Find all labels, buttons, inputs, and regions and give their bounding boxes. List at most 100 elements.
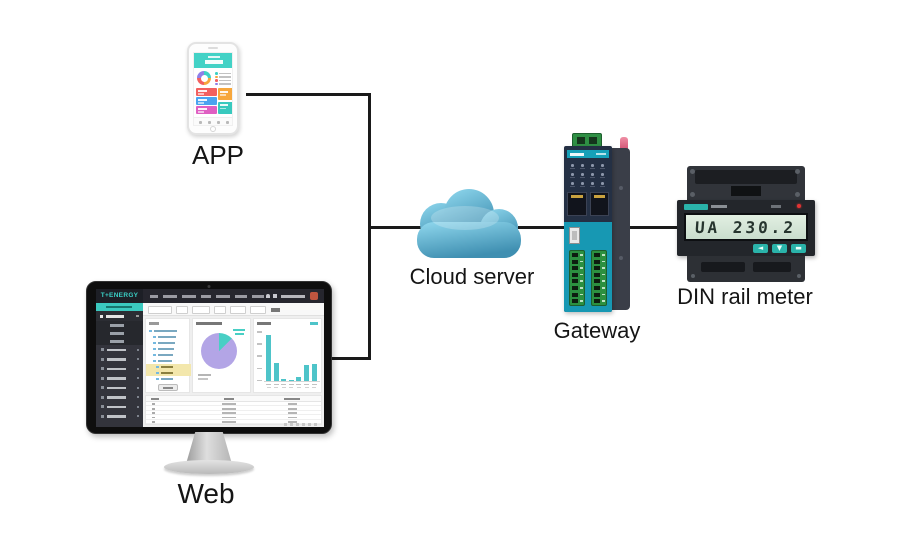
meter-top-connector bbox=[731, 186, 761, 196]
pie-title-bar bbox=[196, 322, 222, 325]
cloud-icon bbox=[403, 188, 535, 264]
y-axis-tick-bar bbox=[257, 379, 262, 382]
gateway-led-label-bar bbox=[570, 167, 575, 169]
tree-node-icon bbox=[153, 353, 156, 357]
meter-top-terminal-cover bbox=[687, 166, 805, 200]
gateway-led-label-bar bbox=[580, 176, 585, 178]
nav-menu-item-bar bbox=[201, 294, 211, 298]
terminal-mark bbox=[602, 293, 605, 296]
sidebar-item-bar bbox=[107, 348, 126, 352]
y-axis-tick-bar bbox=[257, 343, 262, 345]
table-row bbox=[146, 415, 321, 420]
gateway-led-dot bbox=[571, 164, 574, 167]
phone-tile-value-bar bbox=[197, 90, 207, 92]
terminal-slot bbox=[572, 272, 578, 277]
gateway-led-label-bar bbox=[600, 167, 605, 169]
terminal-mark bbox=[580, 280, 583, 282]
meter-down-arrow-button: ▼ bbox=[772, 244, 787, 253]
bar bbox=[281, 378, 287, 381]
gateway-device bbox=[556, 130, 636, 312]
gateway-led-label-bar bbox=[590, 167, 595, 169]
side-screw bbox=[619, 186, 623, 190]
terminal-mark bbox=[602, 260, 605, 263]
bar bbox=[296, 377, 302, 381]
phone-legend-dot bbox=[215, 72, 218, 75]
terminal-slot bbox=[572, 279, 578, 284]
gateway-antenna-connector bbox=[620, 137, 628, 155]
table-cell-bar bbox=[152, 403, 155, 406]
terminal-mark bbox=[602, 280, 605, 282]
terminal-slot bbox=[594, 299, 600, 304]
dashboard-navbar: T+ENERGY bbox=[96, 289, 324, 303]
tree-node-icon bbox=[149, 329, 152, 333]
gateway-led-dot bbox=[571, 173, 574, 176]
sidebar-item-icon bbox=[101, 414, 104, 418]
phone-tile-value-bar bbox=[197, 108, 207, 110]
dashboard-tree-panel bbox=[145, 318, 191, 393]
gateway-led-dot bbox=[591, 173, 594, 176]
tree-button-bar bbox=[163, 387, 173, 389]
terminal-mark bbox=[580, 293, 583, 296]
monitor-stand-base bbox=[164, 460, 254, 474]
x-tick-label-bar bbox=[296, 383, 302, 385]
phone-tile bbox=[195, 88, 217, 96]
filter-action-bar bbox=[271, 307, 280, 312]
screw-icon bbox=[795, 192, 800, 197]
gateway-led-panel bbox=[567, 161, 609, 190]
terminal-slot bbox=[594, 292, 600, 297]
pagination-dot bbox=[302, 422, 305, 426]
tree-node-bar bbox=[153, 330, 177, 333]
pagination-dot bbox=[314, 422, 317, 426]
gateway-led-label-bar bbox=[590, 185, 595, 187]
phone-tile-label-bar bbox=[220, 94, 226, 96]
filter-input-box bbox=[250, 305, 266, 314]
tree-node bbox=[146, 352, 191, 358]
power-terminal-slot bbox=[589, 137, 597, 144]
phone-tile-label-bar bbox=[197, 111, 204, 113]
meter-bottom-inset bbox=[753, 262, 791, 272]
chevron-right-icon bbox=[137, 405, 139, 408]
chevron-right-icon bbox=[137, 415, 139, 418]
table-cell-bar bbox=[288, 416, 297, 419]
meter-enter-button: ▬ bbox=[791, 244, 806, 253]
screw-icon bbox=[795, 169, 800, 174]
terminal-slot bbox=[572, 286, 578, 290]
terminal-slot bbox=[594, 279, 600, 284]
chevron-right-icon bbox=[137, 367, 139, 370]
phone-bottom-nav bbox=[194, 117, 232, 125]
gateway-led-dot bbox=[601, 182, 604, 185]
terminal-slot bbox=[594, 266, 600, 271]
filter-input-box bbox=[214, 305, 226, 314]
phone-donut-chart bbox=[197, 71, 211, 85]
sidebar-item-bar bbox=[106, 314, 124, 318]
meter-status-text-bar bbox=[771, 205, 781, 208]
tree-node-bar bbox=[160, 378, 173, 381]
sidebar-item bbox=[96, 393, 143, 403]
terminal-mark bbox=[580, 287, 583, 289]
nav-menu-item-bar bbox=[150, 294, 158, 298]
tree-node bbox=[146, 370, 191, 376]
terminal-mark bbox=[580, 254, 583, 256]
meter-led-indicator bbox=[797, 204, 801, 208]
table-row bbox=[146, 406, 321, 411]
phone-tile-value-bar bbox=[197, 99, 207, 101]
chevron-right-icon bbox=[137, 358, 139, 361]
sidebar-item-icon bbox=[100, 314, 103, 318]
gateway-ethernet-ports bbox=[567, 192, 609, 216]
chevron-right-icon bbox=[137, 377, 139, 380]
sidebar-item-bar bbox=[107, 405, 126, 409]
tree-node-icon bbox=[153, 347, 156, 351]
phone-nav-icon bbox=[199, 121, 202, 124]
sidebar-item bbox=[96, 355, 143, 365]
sidebar-item-bar bbox=[107, 358, 126, 361]
meter-bottom-terminal-cover bbox=[687, 256, 805, 282]
gateway-led-dot bbox=[601, 173, 604, 176]
sidebar-item bbox=[96, 364, 143, 374]
usb-port-inner bbox=[572, 231, 577, 240]
chevron-right-icon bbox=[137, 386, 139, 389]
web-label: Web bbox=[177, 478, 235, 509]
phone-legend-dot bbox=[215, 82, 218, 85]
x-tick-label-bar bbox=[281, 383, 287, 385]
tree-node-icon bbox=[156, 371, 159, 375]
y-axis-tick-bar bbox=[257, 331, 262, 333]
